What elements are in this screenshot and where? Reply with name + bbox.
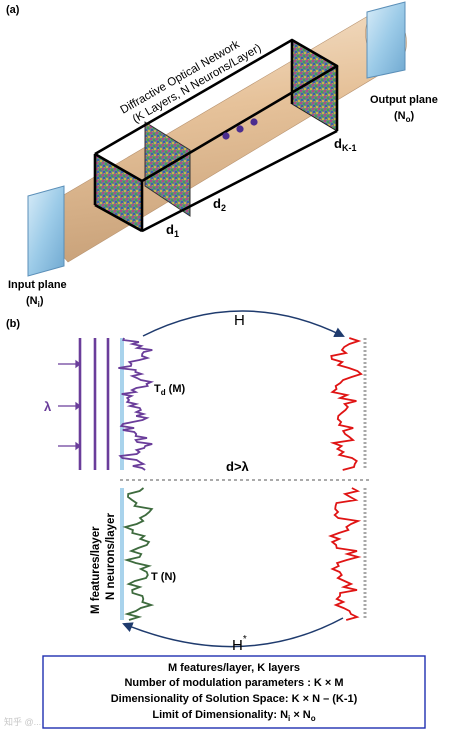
- backward-transform-label: H*: [232, 634, 247, 654]
- green-signal-trace: [122, 487, 155, 621]
- summary-line-4: Limit of Dimensionality: Ni × No: [152, 709, 315, 723]
- summary-line-3: Dimensionality of Solution Space: K × N …: [111, 693, 358, 705]
- distance-dk: dK-1: [334, 136, 356, 153]
- td-label: Td (M): [154, 383, 186, 397]
- features-per-layer-label: M features/layer: [90, 526, 102, 614]
- distance-d1: d1: [166, 222, 179, 239]
- output-signal-trace-top: [329, 337, 363, 471]
- input-plane-glass: [27, 185, 65, 277]
- output-plane-label: Output plane: [370, 94, 438, 106]
- incident-wave-arrows: [58, 359, 81, 451]
- backward-transform-arrow: [122, 617, 344, 648]
- diffractive-layer-2: [144, 121, 191, 217]
- modulation-plane-top: [120, 338, 124, 470]
- ellipsis-dots: [222, 118, 258, 140]
- output-signal-trace-bottom: [328, 487, 362, 621]
- watermark: 知乎 @...: [4, 716, 41, 727]
- purple-signal-trace: [118, 337, 155, 471]
- summary-text: M features/layer, K layers Number of mod…: [111, 662, 358, 723]
- input-plane-count: (Ni): [26, 295, 44, 309]
- input-plane-label: Input plane: [8, 279, 67, 291]
- summary-line-2: Number of modulation parameters : K × M: [124, 677, 343, 689]
- forward-transform-arrow: [142, 310, 345, 337]
- output-plane-glass: [366, 1, 406, 79]
- network-box-outline: [93, 38, 339, 233]
- wavelength-label: λ: [44, 399, 52, 414]
- t-label: T (N): [151, 571, 176, 583]
- panel-a-label: (a): [6, 4, 20, 16]
- distance-d2: d2: [213, 196, 226, 213]
- summary-box: [42, 655, 426, 729]
- distance-condition: d>λ: [226, 459, 250, 474]
- forward-transform-label: H: [234, 312, 245, 329]
- output-plane-count: (No): [394, 110, 415, 124]
- panel-b-label: (b): [6, 318, 20, 330]
- purple-layer-lines: [78, 338, 110, 470]
- neurons-per-layer-label: N neurons/layer: [105, 513, 117, 600]
- summary-line-1: M features/layer, K layers: [168, 662, 300, 674]
- modulation-plane-bottom: [120, 488, 124, 620]
